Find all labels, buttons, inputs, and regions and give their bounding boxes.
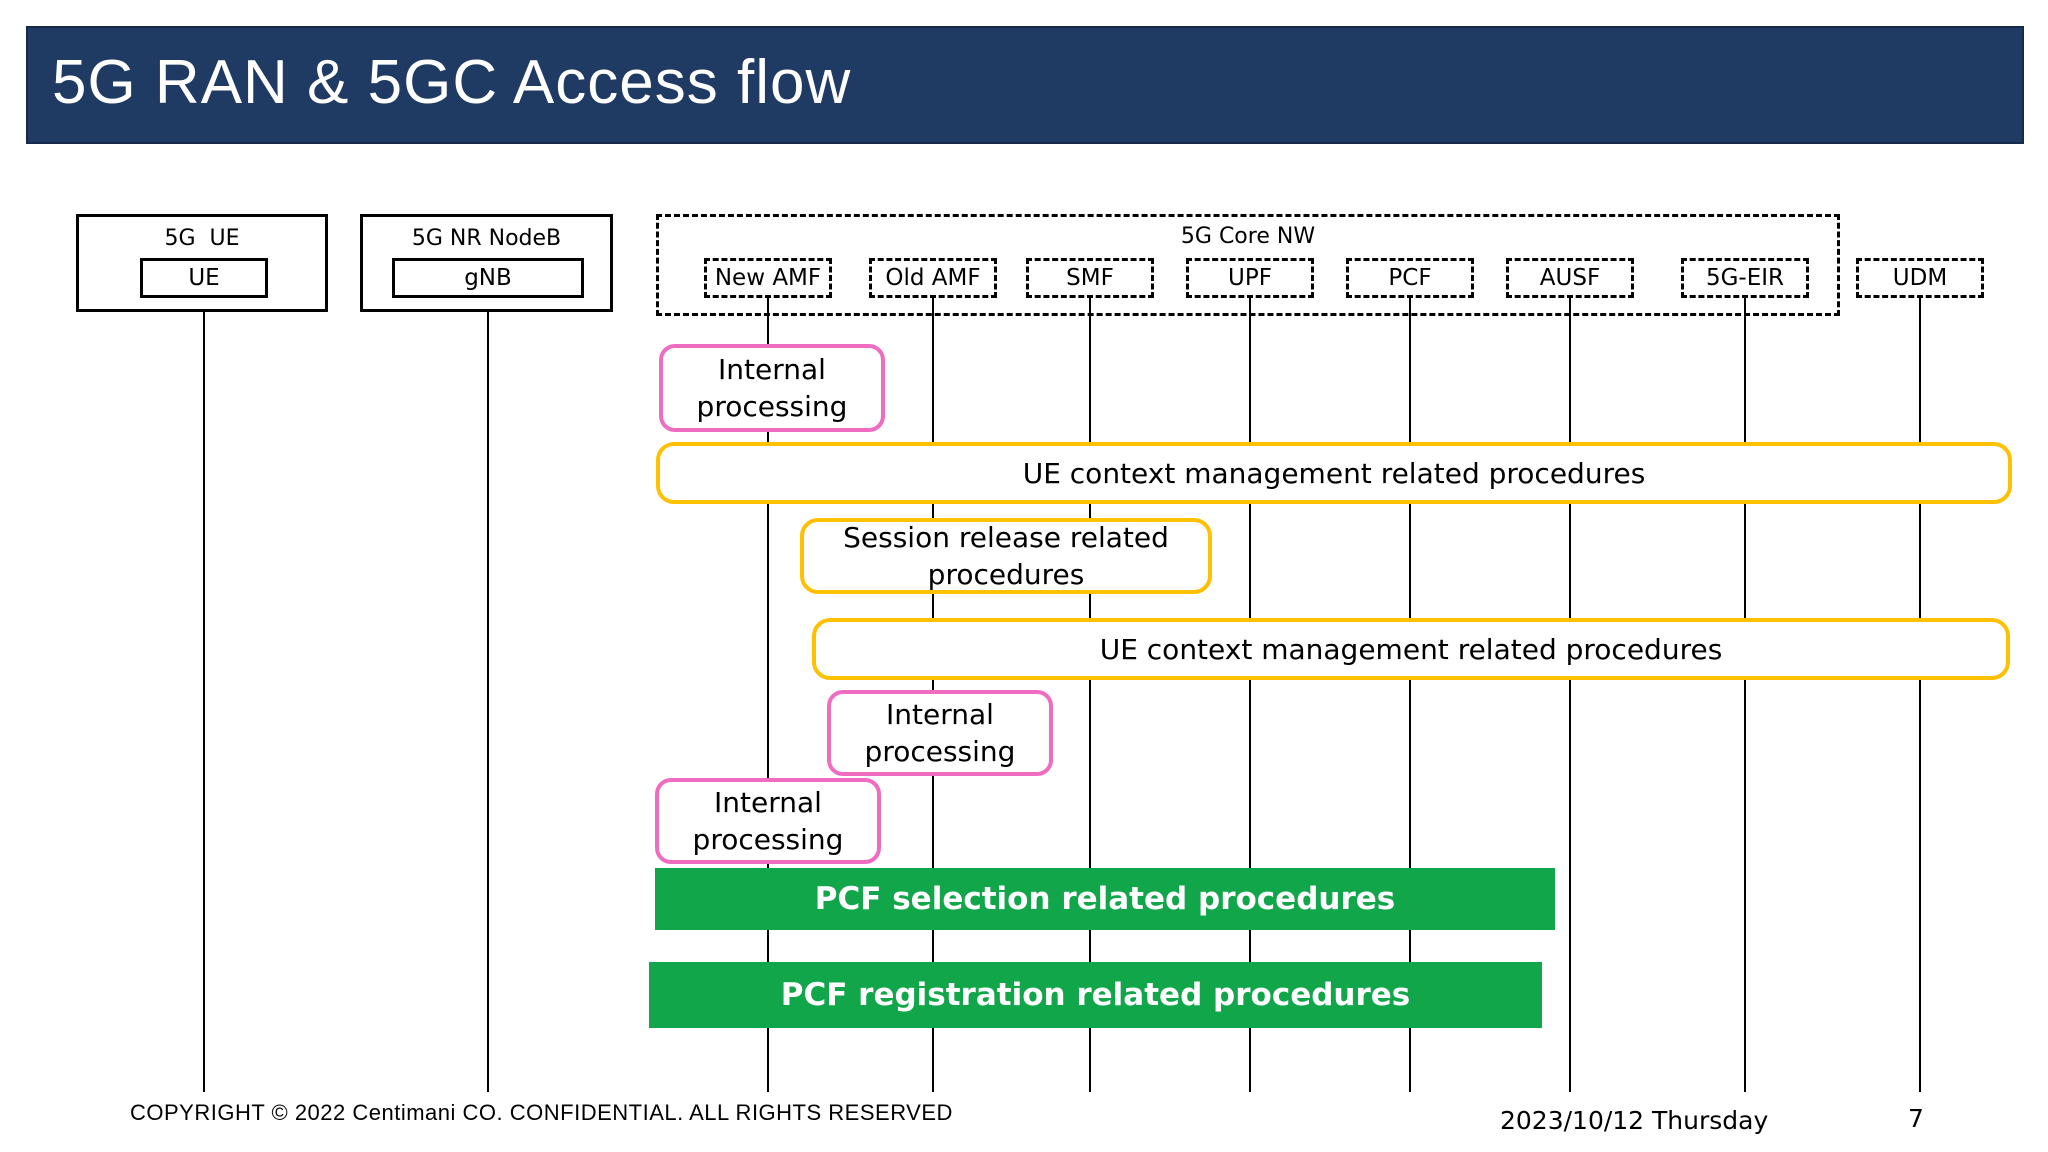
actor-group-5g-core-nw: [656, 214, 1840, 316]
actor-5g-eir: 5G-EIR: [1681, 258, 1809, 298]
lifeline-pcf: [1409, 296, 1411, 1092]
lifeline-5g-eir: [1744, 296, 1746, 1092]
actor-group-5g-ue-label: 5G UE: [164, 226, 240, 251]
slide-date: 2023/10/12 Thursday: [1500, 1106, 1769, 1135]
lifeline-new-amf: [767, 296, 769, 1092]
slide-title: 5G RAN & 5GC Access flow: [52, 47, 852, 117]
proc-internal-processing-3: Internal processing: [655, 778, 881, 864]
copyright-text: COPYRIGHT © 2022 Centimani CO. CONFIDENT…: [130, 1100, 953, 1125]
proc-pcf-selection: PCF selection related procedures: [655, 868, 1555, 930]
title-bar: 5G RAN & 5GC Access flow: [26, 26, 2024, 144]
proc-pcf-registration: PCF registration related procedures: [649, 962, 1542, 1028]
proc-ue-context-mgmt-1: UE context management related procedures: [656, 442, 2012, 504]
actor-ue: UE: [140, 258, 268, 298]
lifeline-ue: [203, 296, 205, 1092]
actor-ausf: AUSF: [1506, 258, 1634, 298]
actor-smf: SMF: [1026, 258, 1154, 298]
lifeline-smf: [1089, 296, 1091, 1092]
lifeline-udm: [1919, 296, 1921, 1092]
actor-gnb: gNB: [392, 258, 584, 298]
proc-ue-context-mgmt-2: UE context management related procedures: [812, 618, 2010, 680]
proc-session-release: Session release related procedures: [800, 518, 1212, 594]
actor-new-amf: New AMF: [704, 258, 832, 298]
actor-old-amf: Old AMF: [869, 258, 997, 298]
actor-pcf: PCF: [1346, 258, 1474, 298]
proc-internal-processing-2: Internal processing: [827, 690, 1053, 776]
proc-internal-processing-1: Internal processing: [659, 344, 885, 432]
lifeline-gnb: [487, 296, 489, 1092]
lifeline-ausf: [1569, 296, 1571, 1092]
lifeline-upf: [1249, 296, 1251, 1092]
actor-group-5g-core-nw-label: 5G Core NW: [1180, 224, 1316, 249]
actor-group-5g-nr-nodeb-label: 5G NR NodeB: [411, 226, 562, 251]
actor-upf: UPF: [1186, 258, 1314, 298]
page-number: 7: [1908, 1104, 1924, 1133]
actor-udm: UDM: [1856, 258, 1984, 298]
